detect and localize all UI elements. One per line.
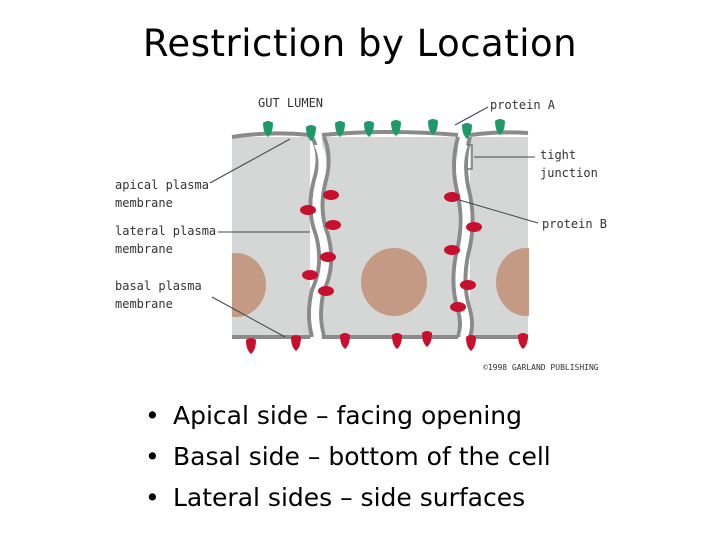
leader-lines: [209, 106, 539, 338]
protein-a-markers: [263, 119, 505, 141]
protein-b-markers: [246, 190, 528, 354]
cytoplasm: [232, 137, 528, 335]
nucleus-center: [361, 248, 427, 316]
label-protein-b: protein B: [542, 217, 607, 231]
label-basal-membrane-2: membrane: [115, 297, 173, 311]
bullet-item: •Basal side – bottom of the cell: [145, 442, 551, 471]
epithelial-cell-diagram: GUT LUMEN protein A tight junction apica…: [115, 96, 607, 372]
copyright-notice: ©1998 GARLAND PUBLISHING: [483, 363, 599, 372]
label-gut-lumen: GUT LUMEN: [258, 96, 323, 110]
label-lateral-membrane-2: membrane: [115, 242, 173, 256]
label-tight-junction-2: junction: [540, 166, 598, 180]
label-apical-membrane-2: membrane: [115, 196, 173, 210]
label-lateral-membrane: lateral plasma: [115, 224, 216, 238]
label-protein-a: protein A: [490, 98, 556, 112]
bullet-list: •Apical side – facing opening •Basal sid…: [145, 395, 551, 518]
apical-membrane: [231, 130, 529, 139]
label-tight-junction: tight: [540, 148, 576, 162]
lateral-membranes: [307, 136, 475, 338]
label-apical-membrane: apical plasma: [115, 178, 209, 192]
label-basal-membrane: basal plasma: [115, 279, 202, 293]
bullet-item: •Lateral sides – side surfaces: [145, 483, 526, 512]
slide-title: Restriction by Location: [142, 22, 578, 65]
bullet-item: •Apical side – facing opening: [145, 401, 523, 430]
tight-junction-bracket: [467, 144, 473, 170]
